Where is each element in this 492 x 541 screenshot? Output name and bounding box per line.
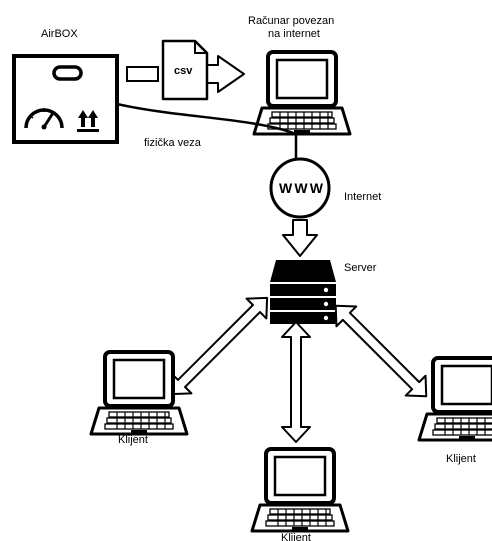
this-side-up-icon [77, 110, 99, 132]
laptop-icon [252, 50, 352, 136]
server-client1-arrow [169, 296, 269, 396]
airbox-label: AirBOX [41, 28, 78, 40]
csv-file-icon: csv [161, 39, 209, 101]
server-node: Server [270, 260, 377, 324]
computer-label-line2: na internet [268, 28, 320, 40]
laptop-icon [250, 447, 350, 533]
physical-link-cable [116, 102, 298, 158]
internet-node: WWW Internet [269, 157, 381, 219]
physical-link-label: fizička veza [144, 137, 202, 149]
server-client2-arrow [281, 321, 311, 443]
client-node: Klijent [417, 356, 492, 465]
laptop-icon [417, 356, 492, 442]
airbox-slot [52, 65, 83, 81]
client-label: Klijent [118, 434, 148, 446]
speedometer-icon [24, 108, 64, 130]
computer-node: Računar povezan na internet [248, 15, 352, 136]
globe-www-text: WWW [279, 180, 324, 196]
client-label: Klijent [446, 453, 476, 465]
internet-label: Internet [344, 191, 381, 203]
laptop-icon [89, 350, 189, 436]
client-label: Klijent [281, 532, 311, 541]
client-node: Klijent [89, 350, 189, 446]
internet-to-server-arrow [282, 219, 318, 257]
server-client3-arrow [334, 304, 428, 398]
globe-icon [269, 157, 331, 219]
csv-file-label: csv [174, 65, 193, 77]
airbox-node: AirBOX [12, 28, 119, 144]
server-icon [270, 260, 336, 324]
computer-label-line1: Računar povezan [248, 15, 334, 27]
server-label: Server [344, 262, 377, 274]
csv-transfer-arrow [126, 55, 245, 93]
client-node: Klijent [250, 447, 350, 541]
